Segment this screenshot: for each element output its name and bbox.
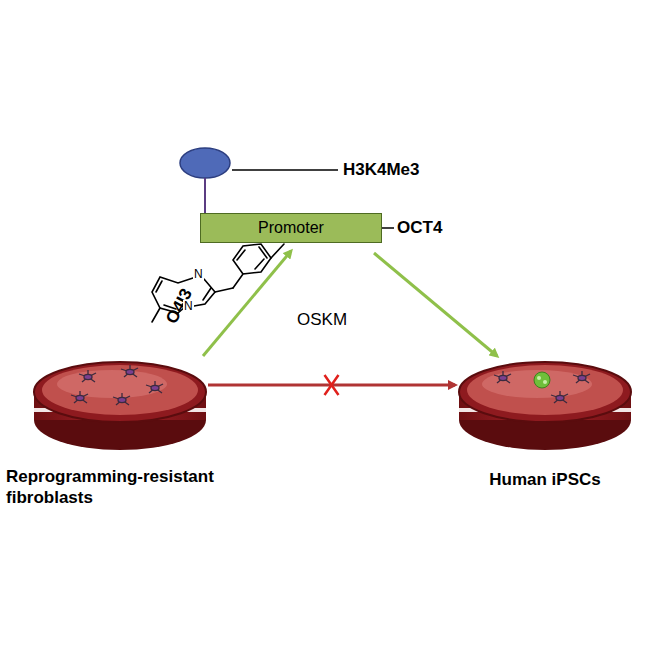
dish-caption: Reprogramming-resistant fibroblasts	[6, 466, 246, 508]
mark-label: H3K4Me3	[343, 160, 420, 180]
factor-label: OSKM	[297, 310, 347, 330]
petri-dish-node: Reprogramming-resistant fibroblasts	[34, 358, 206, 448]
atom-label: N	[193, 268, 204, 281]
histone-mark	[180, 148, 230, 178]
petri-dish	[34, 362, 206, 450]
process-box: Promoter	[200, 213, 382, 243]
fibroblast-cells	[71, 365, 590, 405]
petri-dish-node: Human iPSCs	[459, 358, 631, 448]
leader-line	[232, 169, 338, 171]
flow-arrow	[203, 251, 291, 356]
atom-label: N	[183, 300, 194, 313]
dish-caption: Human iPSCs	[459, 470, 631, 490]
gene-label: OCT4	[397, 218, 442, 238]
box-label: Promoter	[258, 219, 324, 237]
flow-arrow	[374, 253, 497, 356]
petri-dish	[459, 362, 631, 450]
leader-line	[382, 227, 394, 229]
leader-line	[204, 178, 206, 213]
cross-mark	[325, 375, 339, 395]
